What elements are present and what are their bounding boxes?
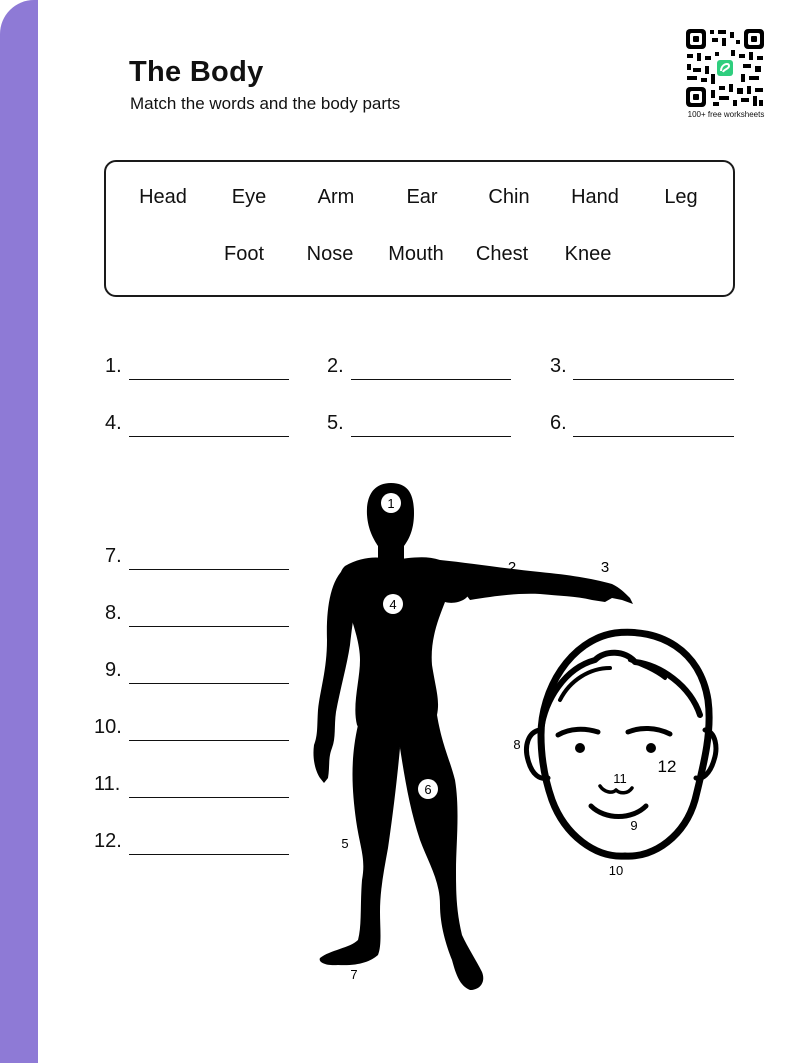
- answer-number: 10.: [94, 716, 122, 738]
- answer-number: 4.: [105, 412, 122, 434]
- word-bank: Head Eye Arm Ear Chin Hand Leg Foot Nose…: [104, 160, 735, 297]
- marker-label: 7: [350, 967, 357, 982]
- answer-item[interactable]: 6.: [550, 412, 734, 437]
- answer-line[interactable]: [129, 379, 289, 380]
- face-outline: [524, 628, 719, 860]
- sidebar-stripe: [0, 0, 38, 1063]
- word-bank-item: Head: [139, 186, 187, 208]
- marker-label: 11: [613, 771, 627, 786]
- marker-label: 8: [513, 737, 520, 752]
- answer-number: 3.: [550, 355, 567, 377]
- word-bank-item: Chin: [488, 186, 530, 208]
- qr-caption: 100+ free worksheets: [687, 110, 765, 119]
- body-illustration: 1 2 3 4 5 6 7 8 9 10 11 12: [313, 483, 719, 990]
- answer-number: 2.: [327, 355, 344, 377]
- answer-number: 1.: [105, 355, 122, 377]
- marker-label: 3: [601, 559, 609, 576]
- marker-label: 4: [389, 597, 396, 612]
- answer-line[interactable]: [573, 379, 734, 380]
- word-bank-item: Leg: [664, 186, 698, 208]
- word-bank-item: Nose: [306, 243, 354, 265]
- word-bank-item: Foot: [223, 243, 265, 265]
- marker-label: 9: [630, 818, 637, 833]
- answer-number: 6.: [550, 412, 567, 434]
- answer-number: 9.: [105, 659, 122, 681]
- answer-item[interactable]: 9.: [105, 659, 289, 684]
- answer-number: 11.: [94, 773, 121, 795]
- answer-line[interactable]: [129, 740, 289, 741]
- answer-item[interactable]: 2.: [327, 355, 511, 380]
- answer-line[interactable]: [129, 569, 289, 570]
- word-bank-item: Ear: [406, 186, 438, 208]
- answer-number: 7.: [105, 545, 122, 567]
- answer-number: 12.: [94, 830, 122, 852]
- page-title: The Body: [129, 56, 264, 88]
- answer-item[interactable]: 1.: [105, 355, 289, 380]
- answer-line[interactable]: [129, 797, 289, 798]
- word-bank-item: Chest: [475, 243, 529, 265]
- page-subtitle: Match the words and the body parts: [130, 94, 401, 113]
- answer-item[interactable]: 11.: [94, 773, 289, 798]
- word-bank-item: Eye: [231, 186, 267, 208]
- answer-line[interactable]: [129, 683, 289, 684]
- marker-label: 10: [609, 863, 623, 878]
- answer-item[interactable]: 4.: [105, 412, 289, 437]
- answer-line[interactable]: [351, 379, 511, 380]
- answer-item[interactable]: 3.: [550, 355, 734, 380]
- answer-line[interactable]: [129, 854, 289, 855]
- word-bank-item: Mouth: [388, 243, 444, 265]
- face-markers: 8 9 10 11 12: [513, 737, 676, 878]
- word-bank-item: Hand: [571, 186, 619, 208]
- word-bank-item: Arm: [317, 186, 355, 208]
- answer-line[interactable]: [129, 626, 289, 627]
- answer-number: 8.: [105, 602, 122, 624]
- body-markers: 1 2 3 4 5 6 7: [341, 493, 609, 982]
- marker-label: 5: [341, 836, 348, 851]
- body-silhouette: [313, 483, 633, 990]
- answer-line[interactable]: [129, 436, 289, 437]
- answer-line[interactable]: [573, 436, 734, 437]
- answer-item[interactable]: 8.: [105, 602, 289, 627]
- qr-code-icon: [685, 28, 765, 108]
- marker-label: 12: [658, 757, 677, 776]
- answer-item[interactable]: 7.: [105, 545, 289, 570]
- word-bank-item: Knee: [564, 243, 612, 265]
- answer-item[interactable]: 10.: [94, 716, 289, 741]
- answer-line[interactable]: [351, 436, 511, 437]
- answer-item[interactable]: 12.: [94, 830, 289, 855]
- marker-label: 1: [387, 496, 394, 511]
- answer-item[interactable]: 5.: [327, 412, 511, 437]
- marker-label: 6: [424, 782, 431, 797]
- answer-number: 5.: [327, 412, 344, 434]
- marker-label: 2: [508, 559, 516, 576]
